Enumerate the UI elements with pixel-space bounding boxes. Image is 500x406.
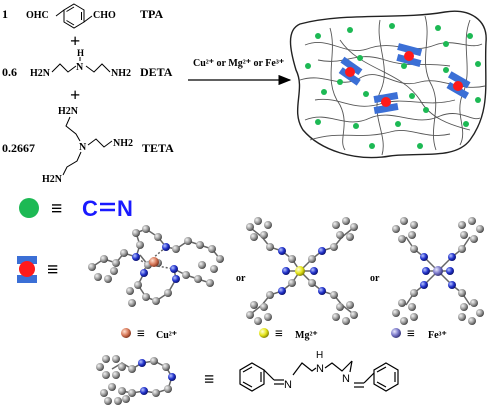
deta-reactant: 0.6 H2N H N NH2 DETA + [2,48,173,105]
plus-sign-2: + [70,85,80,105]
network-boundary [289,10,487,159]
deta-coef: 0.6 [2,65,17,79]
teta-reactant: 0.2667 H2N N NH2 H2N TETA [2,106,174,185]
deta-chain-left [51,63,77,73]
legend-imine-equiv: ≡ [51,198,62,220]
legend-imine-c: C [82,196,98,221]
deta-nh-h: H [77,48,84,58]
ligand-n-left: N [284,379,292,391]
metal-legend-cu: ≡ Cu²⁺ [121,327,177,342]
teta-nh2-right: NH2 [113,138,133,149]
legend-complex-bar-bottom [17,275,37,283]
molecule-cu-complex [88,225,224,307]
metal-legend-mg: ≡ Mg²⁺ [259,327,318,342]
metal-legend-mg-equiv: ≡ [275,327,283,342]
reaction-arrow: Cu²⁺ or Mg²⁺ or Fe³⁺ [188,58,292,86]
ligand-phenyl-left-double-3 [242,381,253,388]
teta-nh2-bottom: H2N [42,174,63,185]
ligand-structure: N H N N [239,350,399,392]
ligand-phenyl-left-double-1 [242,366,253,373]
network-complex-3 [446,71,471,99]
legend-imine-n: N [117,196,133,221]
network-imine-dots [305,23,481,149]
tpa-reactant: 1 OHC CHO TPA + [2,3,163,51]
deta-name: DETA [140,65,173,79]
legend-imine: ≡ C N [19,196,133,221]
metal-legend: ≡ Cu²⁺ ≡ Mg²⁺ ≡ Fe³⁺ [121,327,447,342]
network-complex-4 [373,91,399,115]
ligand-phenyl-right [373,362,399,392]
metal-legend-cu-equiv: ≡ [137,327,145,342]
molecule-fe-complex [392,217,484,325]
deta-chain-right [85,63,111,73]
metal-mg-label: Mg²⁺ [295,330,318,341]
separator-or-1: or [236,273,246,284]
tpa-cho-right: CHO [93,10,116,21]
tpa-benzene-ring [55,3,93,29]
network-complex-2 [338,56,363,86]
tpa-name: TPA [140,7,163,21]
teta-chain-bottom [62,151,82,176]
deta-nh2-right: NH2 [111,68,131,79]
ligand-n-right: N [342,373,350,385]
arrow-label: Cu²⁺ or Mg²⁺ or Fe³⁺ [193,58,284,69]
teta-coef: 0.2667 [2,141,35,155]
polymer-network [289,10,487,159]
ligand-nh-h: H [316,350,323,361]
legend-complex-equiv: ≡ [47,259,58,281]
metal-legend-fe-equiv: ≡ [407,327,415,342]
ligand-equiv: ≡ [204,369,214,389]
legend-complex-bar-top [17,256,37,264]
ligand-ball-stick: ≡ [96,355,214,405]
teta-chain-top [65,116,81,142]
deta-nh2-left: H2N [30,68,51,79]
legend-imine-dot [19,198,39,218]
molecule-mg-complex [246,217,358,325]
network-complex-1 [396,43,423,67]
deta-n-center: N [76,62,84,73]
legend-complex: ≡ [17,256,58,283]
ligand-phenyl-right-double-1 [376,366,387,373]
teta-nh2-top: H2N [58,106,79,117]
metal-fe-label: Fe³⁺ [428,330,447,341]
teta-n-center: N [79,142,87,153]
ligand-n-center: N [316,363,324,375]
plus-sign-1: + [70,31,80,51]
network-metal-complexes [338,43,471,115]
tpa-cho-left: OHC [26,10,49,21]
legend-complex-center [19,261,35,277]
teta-chain-right [87,138,113,148]
separator-or-2: or [370,273,380,284]
teta-name: TETA [142,141,174,155]
ligand-phenyl-right-double-3 [376,381,387,388]
metal-legend-fe: ≡ Fe³⁺ [391,327,447,342]
metal-cu-label: Cu²⁺ [156,330,177,341]
tpa-coef: 1 [2,7,8,21]
